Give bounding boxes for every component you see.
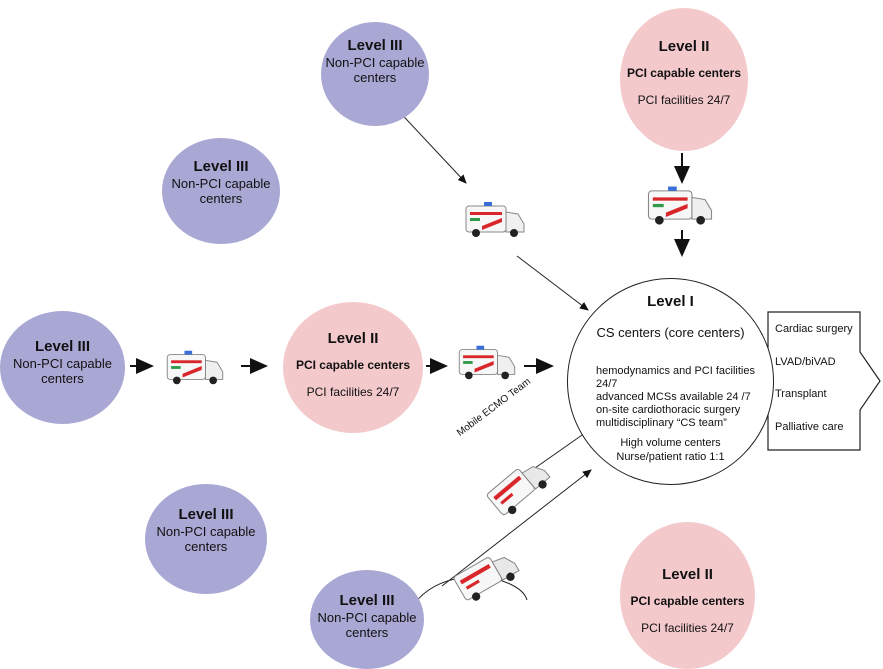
outcome-arrow-shape [767, 311, 881, 451]
ambulance-icon [166, 350, 224, 385]
outcome-item: Transplant [775, 388, 827, 400]
level3-node-bottom: Level III Non-PCI capable centers [310, 570, 424, 669]
node-level-label: Level III [339, 592, 395, 609]
node-line2: PCI facilities 24/7 [306, 385, 400, 399]
core-level-label: Level I [647, 293, 694, 310]
core-title: CS centers (core centers) [596, 325, 745, 340]
arrow-l3top-to-ambulance [392, 104, 467, 184]
node-level-label: Level II [658, 38, 710, 55]
level3-node-top: Level III Non-PCI capable centers [321, 22, 429, 126]
core-capability-item: multidisciplinary “CS team” [596, 417, 727, 429]
outcome-item: LVAD/biVAD [775, 356, 836, 368]
arrow-ambulance-to-core [516, 255, 589, 311]
node-line1: Non-PCI capable [317, 610, 417, 625]
outcomes-box: Cardiac surgery LVAD/biVAD Transplant Pa… [767, 311, 883, 451]
ecmo-ambulance-icon [486, 466, 551, 516]
core-capability-item: on-site cardiothoracic surgery [596, 404, 741, 416]
ambulance-icon [465, 202, 525, 237]
core-volume-line: High volume centers [620, 437, 721, 449]
node-line2: centers [41, 371, 84, 386]
node-level-label: Level III [347, 37, 403, 54]
node-level-label: Level III [34, 338, 91, 355]
ambulance-icon [458, 345, 516, 380]
outcome-item: Palliative care [775, 421, 844, 433]
node-line1: Non-PCI capable [325, 55, 425, 70]
level2-node-top: Level II PCI capable centers PCI facilit… [620, 8, 748, 151]
node-line2: PCI facilities 24/7 [641, 621, 734, 635]
level3-node-upper-left: Level III Non-PCI capable centers [162, 138, 280, 244]
ecmo-ambulance-icon [453, 556, 520, 601]
level1-core-node: Level I CS centers (core centers) hemody… [567, 278, 774, 485]
node-line1: Non-PCI capable [156, 524, 256, 539]
node-line2: centers [353, 70, 397, 85]
node-level-label: Level III [178, 506, 234, 523]
outcome-item: Cardiac surgery [775, 323, 853, 335]
node-line1: PCI capable centers [626, 66, 742, 80]
level3-node-lower-left: Level III Non-PCI capable centers [145, 484, 267, 594]
node-line1: Non-PCI capable [171, 176, 271, 191]
ambulance-icon [647, 186, 713, 225]
node-line1: PCI capable centers [295, 358, 411, 372]
node-level-label: Level II [327, 330, 379, 347]
core-ratio-line: Nurse/patient ratio 1:1 [616, 451, 725, 463]
level2-node-middle: Level II PCI capable centers PCI facilit… [283, 302, 423, 433]
node-level-label: Level II [662, 566, 713, 583]
core-capability-item: advanced MCSs available 24 /7 [596, 391, 751, 403]
arrow-l3bottom-to-core [441, 469, 592, 587]
node-line2: centers [199, 191, 243, 206]
node-line2: centers [345, 625, 389, 640]
node-line2: centers [184, 539, 228, 554]
level3-node-left: Level III Non-PCI capable centers [0, 311, 125, 424]
core-capabilities-list: hemodynamics and PCI facilities 24/7 adv… [596, 365, 773, 430]
node-line1: PCI capable centers [630, 594, 745, 608]
node-line1: Non-PCI capable [13, 356, 112, 371]
core-capability-item: hemodynamics and PCI facilities 24/7 [596, 365, 755, 390]
node-level-label: Level III [193, 158, 249, 175]
node-line2: PCI facilities 24/7 [637, 93, 731, 107]
level2-node-bottom: Level II PCI capable centers PCI facilit… [620, 522, 755, 669]
